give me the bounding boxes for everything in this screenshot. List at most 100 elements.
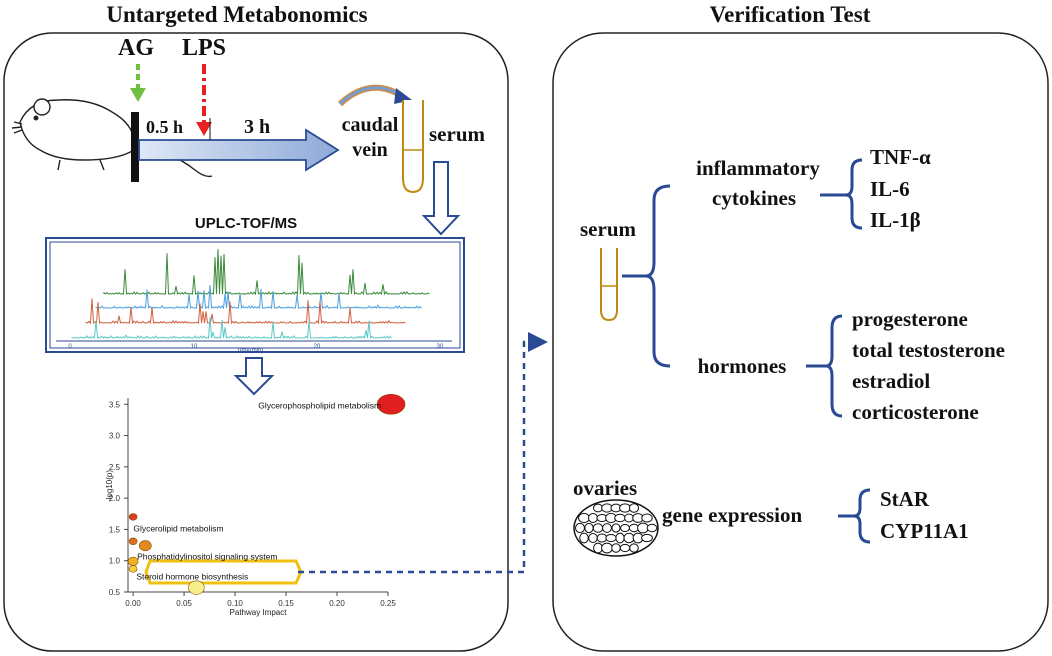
ovary-cell bbox=[623, 532, 635, 544]
ovary-cell bbox=[615, 532, 625, 544]
chromatogram-trace bbox=[95, 284, 422, 310]
right-panel-frame bbox=[552, 32, 1049, 652]
chrom-tick-0: 0 bbox=[68, 344, 72, 350]
plot-point bbox=[128, 513, 138, 521]
left-panel-frame bbox=[3, 32, 509, 652]
plot-ytick-label: 3.5 bbox=[109, 400, 121, 409]
plot-xtick-label: 0.10 bbox=[227, 599, 243, 608]
chrom-tick-30: 30 bbox=[437, 344, 444, 350]
tube-to-ms-arrow bbox=[421, 161, 461, 236]
uplc-label: UPLC-TOF/MS bbox=[195, 215, 297, 232]
interval-label-3h: 3 h bbox=[244, 116, 270, 138]
chromatogram-trace bbox=[103, 249, 430, 296]
curved-arrow-to-tube bbox=[337, 84, 412, 107]
ovary-cell bbox=[601, 542, 613, 554]
ovary-cell bbox=[624, 513, 634, 523]
ag-arrow bbox=[130, 64, 146, 102]
ovary-cell bbox=[575, 522, 585, 534]
chrom-tick-10: 10 bbox=[191, 344, 198, 350]
ovary-cell bbox=[611, 543, 621, 553]
plot-point-label: Steroid hormone biosynthesis bbox=[136, 572, 248, 582]
ovary-cell bbox=[641, 513, 653, 523]
caudal-label: caudal bbox=[342, 114, 399, 136]
ovary-cell bbox=[641, 533, 653, 543]
left-serum-tube bbox=[402, 100, 424, 194]
ovary-cell bbox=[628, 503, 640, 513]
serum-label-left: serum bbox=[429, 122, 485, 146]
ovary-cell bbox=[578, 512, 590, 524]
chromatogram-traces bbox=[71, 249, 430, 340]
ovary-cell bbox=[584, 522, 594, 534]
lps-label: LPS bbox=[182, 35, 226, 61]
injection-bar bbox=[131, 112, 139, 182]
serum-brace bbox=[622, 184, 671, 368]
ovary-illustration bbox=[573, 499, 659, 557]
plot-ytick-label: 1.5 bbox=[109, 525, 121, 534]
cytokine-il6: IL-6 bbox=[870, 177, 910, 201]
plot-point bbox=[139, 540, 152, 552]
timeline-arrow bbox=[138, 128, 340, 172]
ovary-cell bbox=[593, 542, 603, 554]
plot-point-label: Glycerophospholipid metabolism bbox=[258, 400, 381, 410]
plot-ytick-label: 2.5 bbox=[109, 463, 121, 472]
lps-arrow bbox=[196, 64, 212, 136]
plot-point bbox=[128, 565, 138, 573]
hormones-label: hormones bbox=[698, 354, 787, 378]
gene-star: StAR bbox=[880, 487, 930, 511]
plot-point-label: Glycerolipid metabolism bbox=[133, 524, 223, 534]
hormone-total-testosterone: total testosterone bbox=[852, 338, 1005, 362]
gene-expression-label: gene expression bbox=[662, 503, 803, 527]
ovary-cell bbox=[592, 523, 604, 533]
interval-label-0-5h: 0.5 h bbox=[146, 117, 183, 137]
connector-dashed-arrow bbox=[298, 332, 548, 574]
cytokine-tnf: TNF-α bbox=[870, 145, 931, 169]
cytokine-brace bbox=[820, 158, 863, 230]
ovary-cell bbox=[611, 523, 621, 533]
ovary-cell bbox=[629, 543, 639, 553]
ovary-cell bbox=[620, 523, 630, 533]
left-panel-title: Untargeted Metabonomics bbox=[106, 2, 367, 27]
right-serum-tube bbox=[600, 248, 618, 322]
hormone-progesterone: progesterone bbox=[852, 307, 968, 331]
plot-point bbox=[128, 537, 138, 546]
ms-to-plot-arrow bbox=[233, 357, 275, 396]
ovary-cell bbox=[614, 513, 626, 523]
highlight-box bbox=[144, 559, 303, 585]
gene-cyp11a1: CYP11A1 bbox=[880, 519, 969, 543]
chromatogram-frame bbox=[45, 237, 465, 353]
ovary-cell bbox=[605, 533, 617, 543]
plot-point bbox=[376, 393, 406, 415]
ovary-cell bbox=[619, 543, 631, 553]
plot-ytick-label: 3.0 bbox=[109, 432, 121, 441]
chrom-tick-20: 20 bbox=[314, 344, 321, 350]
plot-point-label: Phosphatidylinositol signaling system bbox=[137, 551, 277, 561]
inflammatory-label-line2: cytokines bbox=[712, 186, 796, 210]
ag-label: AG bbox=[118, 35, 154, 61]
ovary-cell bbox=[619, 503, 631, 513]
plot-ylabel: -log10(p) bbox=[105, 470, 114, 502]
plot-xtick-label: 0.00 bbox=[125, 599, 141, 608]
inflammatory-label-line1: inflammatory bbox=[696, 156, 820, 180]
plot-xlabel: Pathway Impact bbox=[230, 608, 288, 617]
hormones-brace bbox=[806, 314, 843, 418]
plot-point bbox=[188, 580, 205, 595]
hormone-estradiol: estradiol bbox=[852, 369, 930, 393]
chrom-xlabel: Time(min) bbox=[237, 348, 264, 354]
ovary-cell bbox=[587, 513, 599, 523]
plot-xtick-label: 0.25 bbox=[380, 599, 396, 608]
plot-xtick-label: 0.20 bbox=[329, 599, 345, 608]
chromatogram-inner-frame bbox=[49, 241, 461, 349]
ovary-cell bbox=[602, 523, 612, 533]
gene-brace bbox=[838, 488, 871, 544]
ovary-cell bbox=[588, 533, 598, 543]
chromatogram-trace bbox=[85, 298, 406, 325]
plot-xtick-label: 0.15 bbox=[278, 599, 294, 608]
ovary-cell bbox=[646, 523, 658, 533]
chromatogram-trace bbox=[71, 317, 392, 340]
right-panel-title: Verification Test bbox=[710, 2, 871, 27]
plot-ytick-label: 1.0 bbox=[109, 557, 121, 566]
plot-xtick-label: 0.05 bbox=[176, 599, 192, 608]
serum-label-right: serum bbox=[580, 217, 636, 241]
